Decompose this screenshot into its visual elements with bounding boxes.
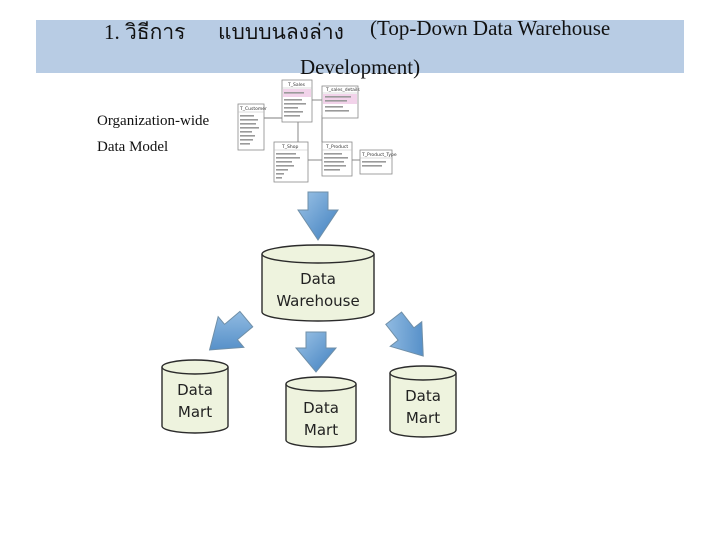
title-band	[36, 20, 684, 73]
data-mart-cylinder-center	[285, 376, 357, 448]
label-line: Mart	[177, 403, 213, 421]
label-line: Mart	[405, 409, 441, 427]
data-mart-label-left: Data Mart	[162, 379, 228, 423]
table-title: T_Customer	[239, 106, 267, 112]
title-number: 1. วิธีการ	[104, 20, 186, 44]
data-mart-label-center: Data Mart	[286, 397, 356, 441]
organization-wide-label: Organization-wide	[97, 113, 210, 129]
table-title: T_Sales	[287, 82, 306, 88]
title-continuation: Development)	[299, 55, 421, 79]
table-title: T_sales_details	[325, 87, 360, 93]
arrow-to-left-mart	[208, 310, 254, 351]
table-title: T_Shop	[281, 144, 298, 150]
table-t-customer: T_Customer	[237, 103, 267, 151]
data-mart-cylinder-right	[389, 365, 457, 438]
page-title: 1. วิธีการ แบบบนลงล่าง (Top-Down Data Wa…	[0, 16, 720, 44]
table-t-shop: T_Shop	[273, 141, 309, 183]
title-thai: แบบบนลงล่าง	[218, 20, 344, 44]
title-english: (Top-Down Data Warehouse	[370, 16, 611, 40]
table-t-product: T_Product	[321, 141, 353, 177]
arrow-to-right-mart	[385, 311, 424, 357]
table-t-sales-details: T_sales_details	[321, 85, 360, 119]
label-line: Data	[405, 387, 441, 405]
table-title: T_Product_Type	[361, 152, 397, 158]
label-line: Mart	[303, 421, 339, 439]
label-line: Data	[300, 270, 336, 288]
data-model-label: Data Model	[97, 139, 169, 155]
table-t-product-type: T_Product_Type	[359, 149, 397, 175]
data-warehouse-cylinder	[261, 244, 375, 322]
label-line: Warehouse	[276, 292, 360, 310]
arrow-to-center-mart	[294, 331, 338, 373]
er-diagram: T_Customer T_Sales T_sales_det	[237, 79, 397, 183]
label-line: Data	[177, 381, 213, 399]
data-mart-cylinder-left	[161, 359, 229, 434]
table-t-sales: T_Sales	[281, 79, 313, 123]
arrow-down-to-warehouse	[297, 191, 339, 241]
data-warehouse-label: Data Warehouse	[262, 268, 374, 312]
label-line: Data	[303, 399, 339, 417]
table-title: T_Product	[325, 144, 348, 150]
data-mart-label-right: Data Mart	[390, 385, 456, 429]
